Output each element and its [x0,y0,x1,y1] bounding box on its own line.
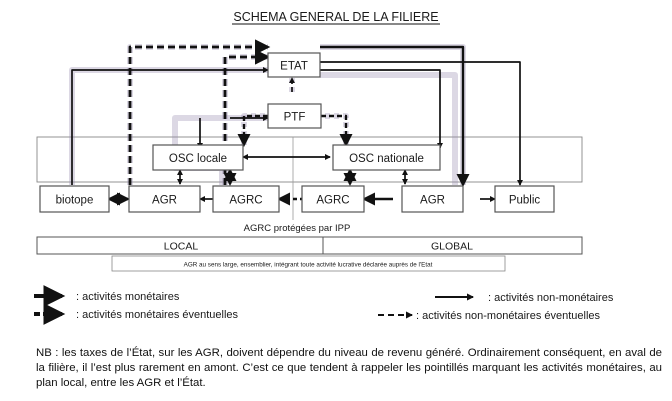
node-agrc-right-label: AGRC [316,195,349,207]
node-agr-right-label: AGR [420,195,445,207]
label-agr-note: AGR au sens large, ensemblier, intégrant… [184,262,433,269]
dashed-ptf-osc-locale [237,114,268,147]
node-etat: ETAT [267,52,321,78]
nb-note: NB : les taxes de l’État, sur les AGR, d… [36,347,662,389]
node-osc-locale: OSC locale [152,144,244,171]
node-agr-right: AGR [401,185,464,213]
legend-item-monetaires: : activités monétaires [34,285,180,307]
arrow-agr-etat-dashed [128,39,271,185]
node-biotope: biotope [39,185,110,213]
legend-item-monetaires-eventuelles: : activités monétaires éventuelles [34,303,239,325]
connectors [71,39,524,206]
node-osc-locale-label: OSC locale [169,153,227,165]
node-osc-nationale: OSC nationale [332,144,441,171]
local-global-bar [36,236,583,255]
node-agr-left-label: AGR [152,195,177,207]
legend-non-monetaires-eventuelles-label: : activités non-monétaires éventuelles [416,310,601,322]
arrow-agrc-etat-dashed [223,49,271,185]
node-agrc-left-label: AGRC [229,195,262,207]
legend-monetaires-eventuelles-label: : activités monétaires éventuelles [76,309,239,321]
node-ptf-label: PTF [284,112,306,124]
node-agrc-left: AGRC [212,185,280,213]
osc-frame [36,136,583,183]
node-biotope-label: biotope [56,195,94,207]
legend: : activités monétaires : activités monét… [34,285,614,325]
node-etat-label: ETAT [280,61,308,73]
line-biotope-etat [71,66,269,185]
node-agr-left: AGR [128,185,201,213]
legend-item-non-monetaires: : activités non-monétaires [435,292,614,304]
label-global: GLOBAL [431,241,473,253]
node-agrc-right: AGRC [301,185,365,213]
node-public: Public [494,185,555,213]
label-local: LOCAL [164,241,199,253]
legend-item-non-monetaires-eventuelles: : activités non-monétaires éventuelles [378,310,601,322]
dashed-ptf-osc-nationale [321,114,353,147]
legend-non-monetaires-label: : activités non-monétaires [488,292,614,304]
filiere-diagram: SCHEMA GENERAL DE LA FILIERE [34,10,614,325]
line-etat-agr-right [320,45,470,187]
node-ptf: PTF [267,103,322,129]
line-etat-osc-nationale [320,69,444,149]
legend-monetaires-label: : activités monétaires [76,291,180,303]
line-etat-public [320,61,524,186]
node-public-label: Public [509,195,541,207]
diagram-title: SCHEMA GENERAL DE LA FILIERE [233,10,438,24]
agr-note-box [111,255,506,272]
node-osc-nationale-label: OSC nationale [349,153,424,165]
label-agrc-protegees: AGRC protégées par IPP [244,223,351,234]
